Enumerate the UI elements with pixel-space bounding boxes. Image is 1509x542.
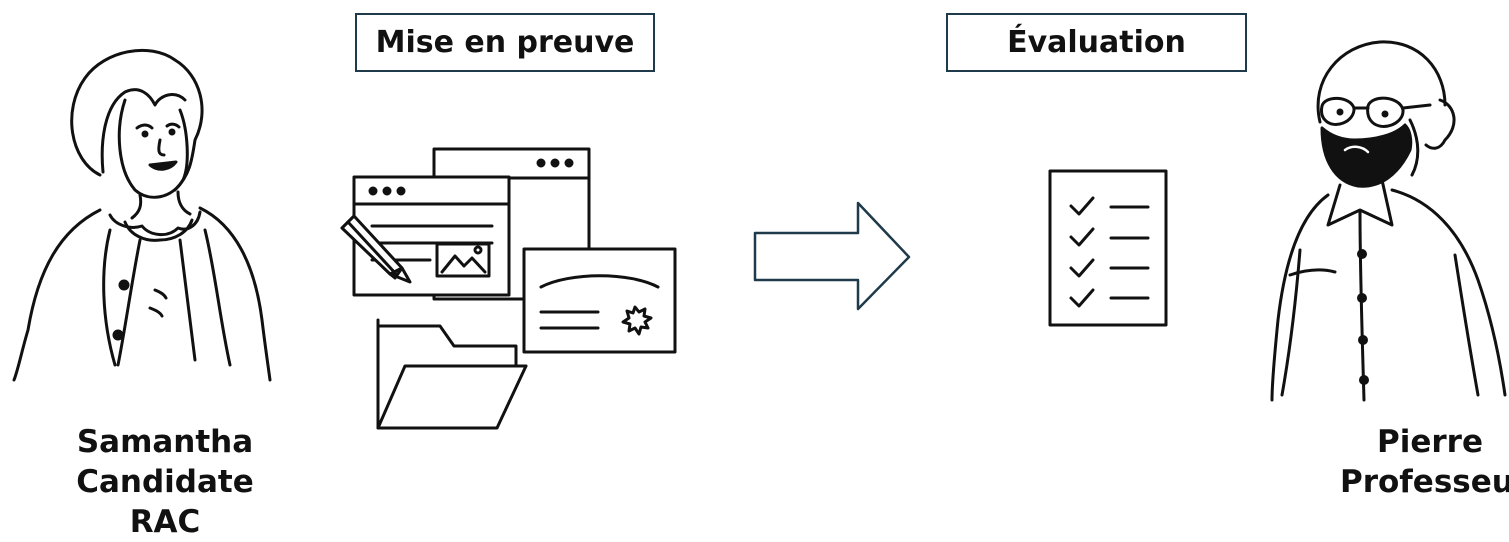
professor-role: Professeur: [1340, 464, 1509, 500]
step-evaluation-label: Évaluation: [946, 13, 1247, 72]
diagram-canvas: [12, 40, 1507, 430]
candidate-name: Samantha: [76, 424, 254, 460]
candidate-role: Candidate RAC: [76, 464, 254, 540]
step-proof-label: Mise en preuve: [355, 13, 655, 72]
professor-name: Pierre: [1377, 424, 1483, 460]
documents-illustration: [340, 147, 677, 430]
professor-caption: Pierre Professeur: [1340, 422, 1509, 502]
checklist-illustration: [1048, 169, 1168, 327]
process-arrow: [753, 201, 911, 311]
candidate-illustration: [12, 48, 272, 382]
candidate-caption: Samantha Candidate RAC: [40, 422, 290, 542]
professor-illustration: [1270, 40, 1507, 402]
